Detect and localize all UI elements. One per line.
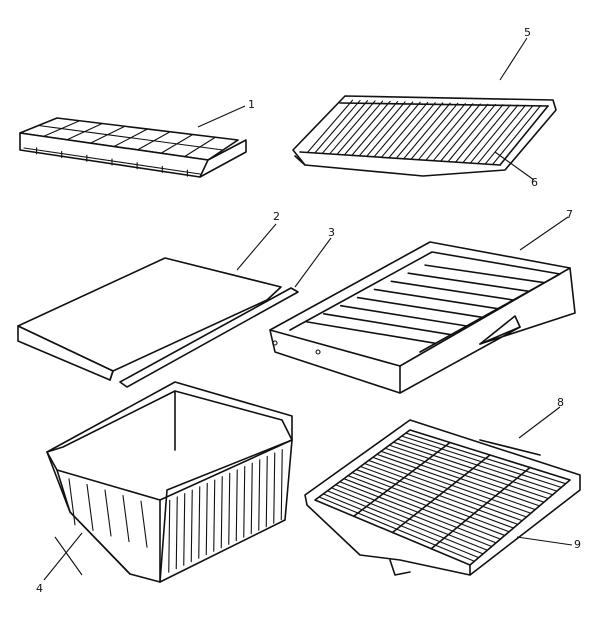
drawer-rib <box>280 449 283 521</box>
drawer-rib <box>198 486 201 559</box>
callout-labels: 1 2 3 4 5 6 7 8 9 <box>36 26 581 595</box>
upper-shelf-wire <box>432 103 481 162</box>
upper-shelf-wire <box>343 100 391 156</box>
drawer-rib <box>220 476 223 549</box>
callout-leaders <box>54 37 573 576</box>
upper-shelf-wire <box>455 104 504 163</box>
callout-2: 2 <box>273 210 280 223</box>
upper-shelf-wire <box>380 101 429 158</box>
upper-shelf-wire <box>329 100 376 155</box>
upper-shelf-wire <box>492 105 542 166</box>
pan-rib <box>373 288 499 310</box>
upper-shelf-wire <box>440 103 489 162</box>
ice-cell-divider <box>37 124 224 151</box>
drawer-rib <box>258 459 261 531</box>
drawer-rib <box>168 499 171 573</box>
upper-shelf-wire <box>366 101 414 157</box>
drawer-rib <box>228 472 231 545</box>
callout-4-leader <box>43 532 83 581</box>
drawer-rib <box>265 455 268 528</box>
crisper-cover-glass <box>17 257 282 381</box>
upper-wire-shelf <box>292 95 557 177</box>
pan-rib <box>390 280 515 301</box>
callout-7: 7 <box>566 208 573 221</box>
upper-shelf-wire <box>314 99 361 154</box>
meat-keeper-pan <box>269 241 576 394</box>
callout-4: 4 <box>36 582 43 595</box>
upper-shelf-wire <box>484 105 534 165</box>
upper-shelf-wire <box>395 102 444 159</box>
pan-rib <box>322 312 452 336</box>
drawer-rib <box>250 462 253 535</box>
upper-shelf-wire <box>447 103 496 163</box>
upper-shelf-wire <box>403 102 451 160</box>
upper-shelf-wire <box>417 103 466 161</box>
drawer-rib <box>104 489 112 537</box>
lower-wire-shelf <box>304 419 581 576</box>
callout-8: 8 <box>557 396 564 409</box>
upper-shelf-wire <box>373 101 421 158</box>
drawer-rib <box>86 483 94 531</box>
pan-rib <box>424 264 546 284</box>
drawer-rib <box>273 452 276 524</box>
drawer-rib <box>243 466 246 538</box>
callout-9: 9 <box>574 538 581 551</box>
lower-shelf-crossbar <box>352 441 451 518</box>
upper-shelf-wire <box>306 99 354 154</box>
drawer-rib <box>68 478 76 526</box>
upper-shelf-wire <box>358 101 406 157</box>
drawer-rib <box>205 482 208 556</box>
upper-shelf-wire <box>351 101 399 156</box>
drawer-rib <box>140 500 148 548</box>
cover-trim-strip <box>119 287 299 388</box>
upper-shelf-wire <box>462 104 511 164</box>
upper-shelf-wire <box>469 104 519 164</box>
drawer-rib <box>122 495 130 543</box>
drawer-rib <box>235 469 238 542</box>
pan-rib <box>356 296 484 319</box>
pan-rib <box>306 321 437 345</box>
callout-5: 5 <box>524 26 531 39</box>
upper-shelf-wire <box>336 100 384 155</box>
drawer-rib <box>175 496 178 570</box>
upper-shelf-wire <box>388 102 436 159</box>
callout-6: 6 <box>531 176 538 189</box>
ice-cube-tray <box>19 117 247 178</box>
upper-shelf-wire <box>477 104 526 165</box>
upper-shelf-wire <box>321 100 369 154</box>
crisper-drawer <box>46 381 293 583</box>
drawer-rib <box>190 489 193 563</box>
lower-shelf-crossbar <box>430 466 531 550</box>
lower-shelf-crossbar <box>391 454 491 534</box>
pan-rib <box>339 304 468 327</box>
upper-shelf-wire <box>410 102 459 160</box>
callout-3: 3 <box>328 226 335 239</box>
callout-1: 1 <box>248 98 255 111</box>
upper-shelf-wire <box>425 103 474 161</box>
drawer-rib <box>213 479 216 552</box>
pan-rib <box>407 272 530 293</box>
drawer-rib <box>183 493 186 566</box>
